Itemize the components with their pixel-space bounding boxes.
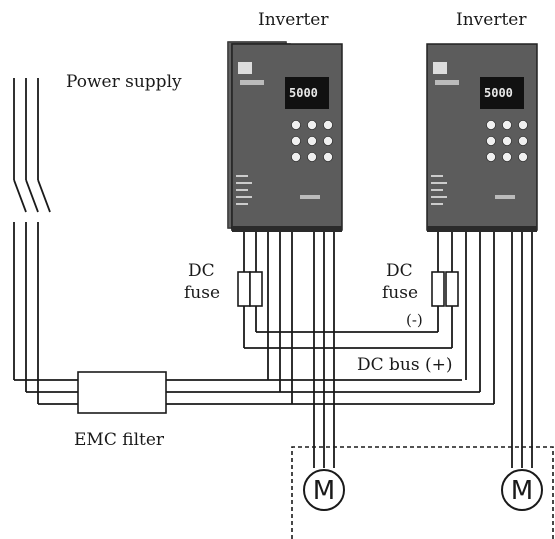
dc-minus-label: (-) <box>406 311 423 329</box>
dc-bus-plus-label: DC bus (+) <box>357 355 453 375</box>
dc-fuse-right-label-1: DC <box>386 261 413 281</box>
dc-fuse-right-minus <box>431 271 445 307</box>
inverter-left: 5000 5000 <box>227 41 343 232</box>
dc-fuse-right-label-2: fuse <box>382 283 418 303</box>
motor-enclosure <box>291 446 554 539</box>
dc-fuse-left-label-2: fuse <box>184 283 220 303</box>
inverter-left-label: Inverter <box>258 10 329 30</box>
emc-filter-label: EMC filter <box>74 430 165 450</box>
motor-left: M <box>303 469 345 511</box>
dc-fuse-left-minus <box>237 271 251 307</box>
emc-filter-box <box>77 371 167 414</box>
dc-fuse-left-plus <box>249 271 263 307</box>
right-inverter-wires <box>437 232 533 468</box>
motor-right: M <box>501 469 543 511</box>
inverter-right: 5000 <box>426 43 538 232</box>
inverter-right-display: 5000 <box>484 86 513 100</box>
motor-left-label: M <box>313 476 335 506</box>
dc-fuse-left-label-1: DC <box>188 261 215 281</box>
filter-output-lines <box>166 379 494 405</box>
left-inverter-wires <box>243 232 335 468</box>
motor-right-label: M <box>511 476 533 506</box>
dc-bus-lines <box>244 331 452 349</box>
power-supply-label: Power supply <box>66 72 182 92</box>
dc-fuse-right-plus <box>445 271 459 307</box>
power-supply-lines <box>13 78 78 405</box>
inverter-left-display-text: 5000 <box>289 86 318 100</box>
inverter-right-label: Inverter <box>456 10 527 30</box>
